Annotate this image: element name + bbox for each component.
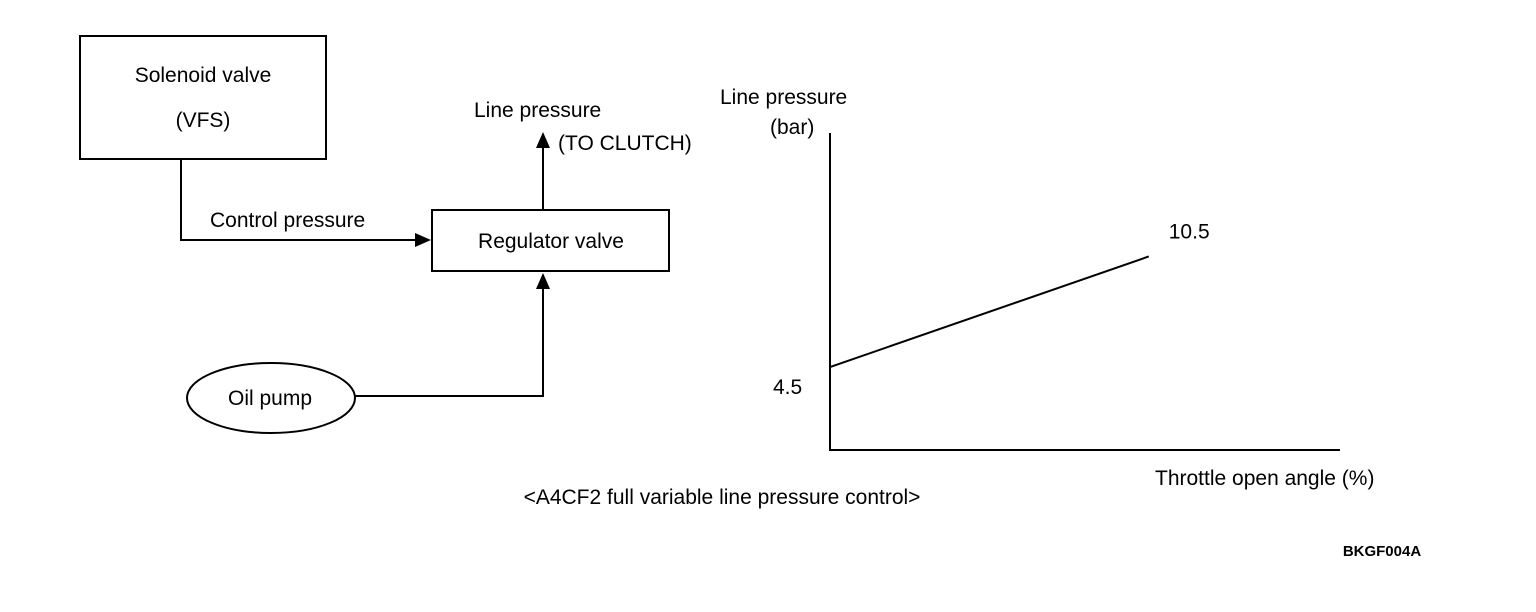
series-line-0: [829, 255, 1150, 369]
oil-pump-line: [355, 288, 544, 397]
oil-pump-arrowhead: [536, 273, 550, 289]
regulator-valve-label: Regulator valve: [478, 230, 624, 253]
y-axis-label: Line pressure: [720, 86, 847, 109]
solenoid-valve-box: [79, 35, 327, 160]
y-axis-unit-label: (bar): [770, 116, 814, 139]
diagram-caption: <A4CF2 full variable line pressure contr…: [524, 486, 921, 509]
solenoid-valve-label: Solenoid valve: [135, 64, 272, 87]
point-value-label: 4.5: [773, 376, 802, 399]
line-pressure-arrowhead: [536, 132, 550, 148]
solenoid-valve-vfs-label: (VFS): [176, 109, 231, 132]
oil-pump-ellipse: [186, 362, 356, 434]
x-axis-label: Throttle open angle (%): [1155, 467, 1374, 490]
line-pressure-chart: Line pressure (bar) Throttle open angle …: [720, 86, 1374, 490]
figure-code: BKGF004A: [1343, 543, 1422, 560]
point-value-label: 10.5: [1169, 220, 1210, 243]
oil-pump-label: Oil pump: [228, 387, 312, 410]
control-pressure-label: Control pressure: [210, 209, 365, 232]
line-pressure-label: Line pressure: [474, 99, 601, 122]
control-pressure-line: [180, 159, 418, 241]
control-pressure-arrowhead: [415, 233, 431, 247]
flow-diagram: Solenoid valve (VFS) Control pressure Re…: [79, 35, 692, 434]
to-clutch-label: (TO CLUTCH): [558, 132, 692, 155]
regulator-valve-box: [431, 209, 670, 272]
